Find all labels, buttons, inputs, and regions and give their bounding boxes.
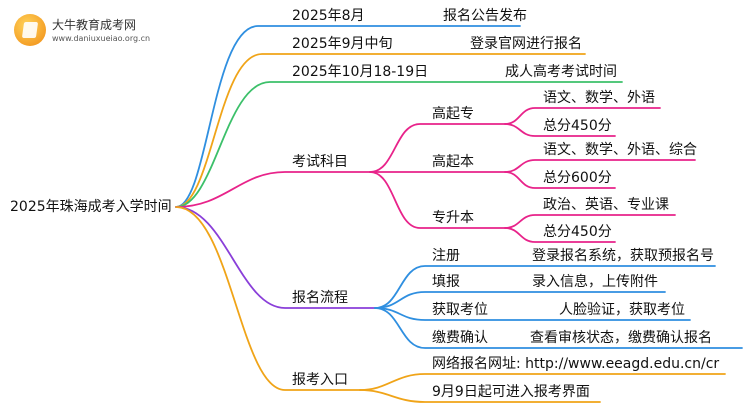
step-name-register: 注册 [432, 248, 460, 264]
level-total-zsb: 总分450分 [543, 224, 612, 240]
logo-title: 大牛教育成考网 [52, 18, 137, 32]
level-line-gqz [369, 123, 506, 173]
timeline-date-3: 2025年10月18-19日 [292, 64, 429, 80]
level-name-gqb: 高起本 [432, 154, 474, 170]
site-logo: 大牛教育成考网 www.daniuxueiao.org.cn [14, 12, 164, 50]
entry-label: 报考入口 [292, 372, 348, 388]
level-name-gqz: 高起专 [432, 106, 474, 122]
branch-line-oct [175, 81, 623, 208]
level-line-zsb [369, 171, 506, 229]
timeline-date-1: 2025年8月 [292, 8, 365, 24]
level-total-gqb: 总分600分 [543, 170, 612, 186]
leaf-line-gqz-subj [504, 107, 661, 125]
process-label: 报名流程 [292, 290, 348, 306]
branch-line-process [175, 206, 376, 309]
entry-open-date: 9月9日起可进入报考界面 [432, 384, 590, 400]
timeline-date-2: 2025年9月中旬 [292, 36, 393, 52]
step-detail-seat: 人脸验证，获取考位 [559, 302, 685, 318]
level-name-zsb: 专升本 [432, 210, 474, 226]
root-node: 2025年珠海成考入学时间 [10, 199, 172, 215]
book-badge-icon [14, 14, 46, 46]
level-total-gqz: 总分450分 [543, 118, 612, 134]
timeline-event-3: 成人高考考试时间 [505, 64, 617, 80]
logo-url: www.daniuxueiao.org.cn [52, 34, 151, 43]
step-name-seat: 获取考位 [432, 302, 488, 318]
level-subjects-zsb: 政治、英语、专业课 [543, 197, 669, 213]
branch-line-aug [175, 25, 521, 208]
entry-line-url [359, 373, 726, 391]
subjects-label: 考试科目 [292, 154, 348, 170]
step-line-pay [374, 307, 743, 349]
branch-line-subjects [175, 171, 371, 208]
branch-line-entry [175, 206, 361, 391]
entry-url: 网络报名网址: http://www.eeagd.edu.cn/cr [432, 356, 720, 372]
step-name-fill: 填报 [432, 274, 460, 290]
level-subjects-gqz: 语文、数学、外语 [543, 90, 655, 106]
step-name-pay: 缴费确认 [432, 330, 488, 346]
step-detail-register: 登录报名系统，获取预报名号 [532, 248, 714, 264]
branch-line-sep [175, 53, 586, 208]
leaf-line-zsb-total [504, 227, 616, 243]
timeline-event-1: 报名公告发布 [443, 8, 527, 24]
step-line-fill [374, 291, 666, 309]
leaf-line-gqb-total [504, 171, 616, 189]
leaf-line-gqz-total [504, 123, 616, 137]
level-subjects-gqb: 语文、数学、外语、综合 [543, 142, 697, 158]
step-detail-pay: 查看审核状态，缴费确认报名 [530, 330, 712, 346]
timeline-event-2: 登录官网进行报名 [470, 36, 582, 52]
entry-line-date [359, 389, 601, 403]
step-detail-fill: 录入信息，上传附件 [532, 274, 658, 290]
step-line-register [374, 265, 716, 309]
